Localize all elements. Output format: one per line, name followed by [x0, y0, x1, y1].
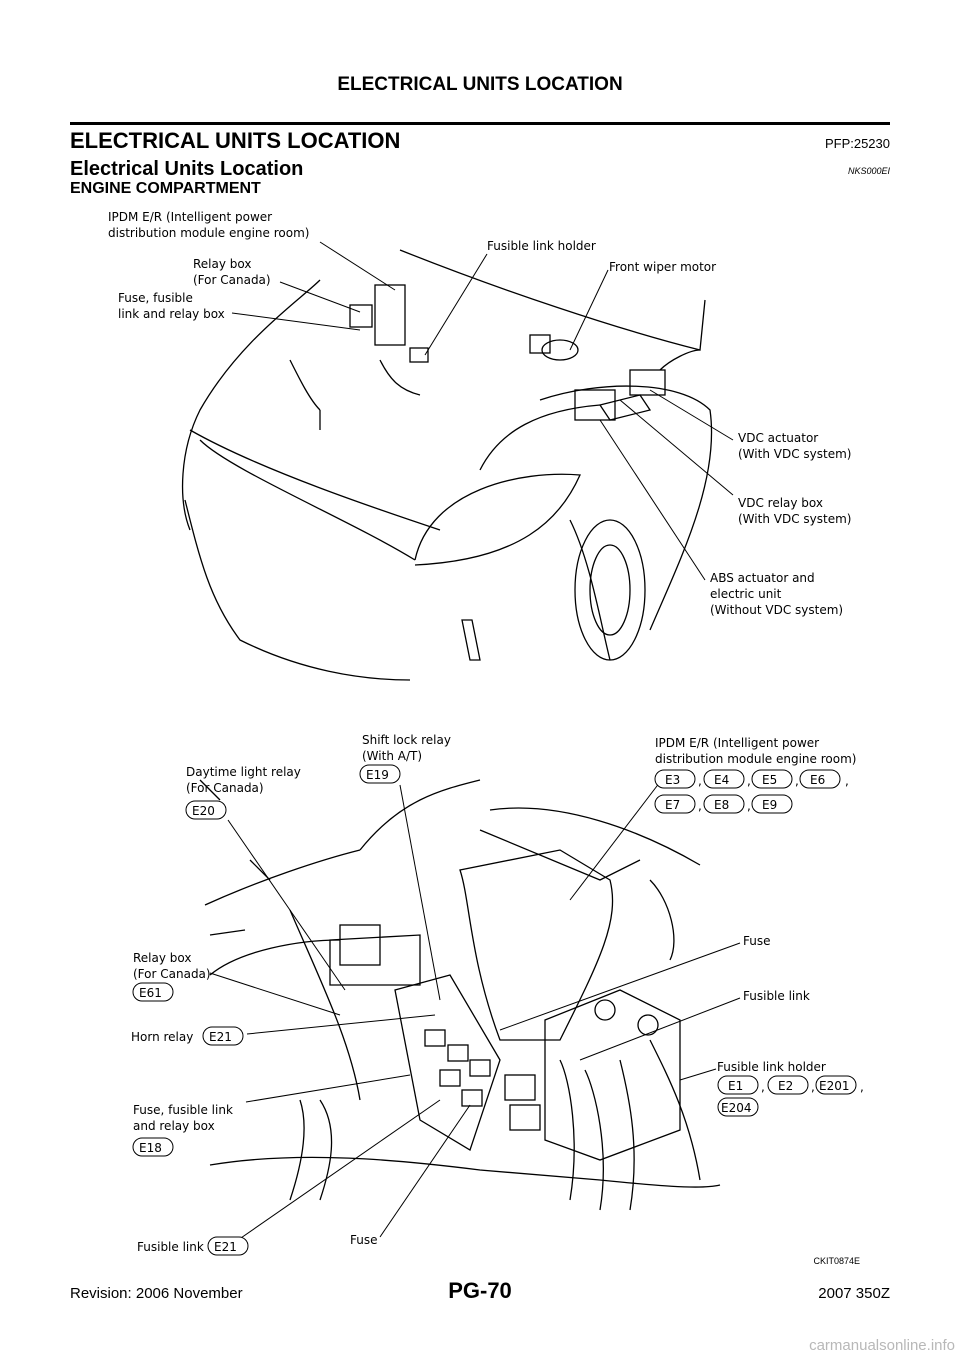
label-fuse-bottom: Fuse [350, 1233, 378, 1247]
label-vdc-actuator-line2: (With VDC system) [738, 447, 851, 461]
svg-text:,: , [747, 799, 751, 813]
section-title: ELECTRICAL UNITS LOCATION [70, 128, 401, 153]
label-abs-line2: electric unit [710, 587, 782, 601]
footer-page-number: PG-70 [448, 1278, 512, 1303]
label-ipdm-line1: IPDM E/R (Intelligent power [108, 210, 272, 224]
label-daytime-line2: (For Canada) [186, 781, 264, 795]
connector-e4-label: E4 [714, 773, 729, 787]
connector-e20-label: E20 [192, 804, 215, 818]
connector-e19-label: E19 [366, 768, 389, 782]
svg-text:,: , [761, 1080, 765, 1094]
document-id: NKS000EI [847, 166, 890, 176]
watermark: carmanualsonline.info [809, 1337, 955, 1354]
label-fusible-link-holder: Fusible link holder [487, 239, 596, 253]
figure-id: CKIT0874E [813, 1256, 860, 1266]
connector-e6-label: E6 [810, 773, 825, 787]
ipdm-connectors: E3 , E4 , E5 , E6 , E7 , E8 , E9 [654, 769, 849, 814]
bottom-leader-lines [209, 781, 741, 1241]
label-vdc-relay-line1: VDC relay box [738, 496, 823, 510]
svg-text:,: , [860, 1080, 864, 1094]
label-fuse-box-bottom-line2: and relay box [133, 1119, 215, 1133]
footer-model: 2007 350Z [818, 1285, 890, 1302]
connector-e21-horn: E21 [202, 1026, 244, 1046]
label-fusible-link-right: Fusible link [743, 989, 810, 1003]
page-header-title: ELECTRICAL UNITS LOCATION [337, 74, 623, 95]
label-relay-box-line2: (For Canada) [193, 273, 271, 287]
connector-e61-label: E61 [139, 986, 162, 1000]
connector-e7-label: E7 [665, 798, 680, 812]
label-vdc-actuator-line1: VDC actuator [738, 431, 818, 445]
connector-e61: E61 [132, 982, 174, 1002]
svg-text:,: , [747, 774, 751, 788]
label-fuse-box-line1: Fuse, fusible [118, 291, 193, 305]
connector-e18: E18 [132, 1137, 174, 1157]
fusible-holder-connectors: E1 , E2 , E201 , E204 [717, 1075, 864, 1117]
svg-text:,: , [795, 774, 799, 788]
svg-text:,: , [698, 799, 702, 813]
car-front-illustration [181, 249, 713, 681]
label-shift-lock-line1: Shift lock relay [362, 733, 451, 747]
label-front-wiper-motor: Front wiper motor [609, 260, 716, 274]
fuse-box-illustration [199, 779, 721, 1211]
label-relay-box-bottom-line2: (For Canada) [133, 967, 211, 981]
header-rule [70, 122, 890, 125]
label-shift-lock-line2: (With A/T) [362, 749, 422, 763]
connector-e21-fusible-label: E21 [214, 1240, 237, 1254]
label-abs-line3: (Without VDC system) [710, 603, 843, 617]
subsection-title: Electrical Units Location [70, 158, 304, 180]
label-vdc-relay-line2: (With VDC system) [738, 512, 851, 526]
label-ipdm-line2: distribution module engine room) [108, 226, 309, 240]
label-daytime-line1: Daytime light relay [186, 765, 301, 779]
compartment-title: ENGINE COMPARTMENT [70, 180, 261, 197]
connector-e201-label: E201 [819, 1079, 850, 1093]
connector-e20: E20 [185, 800, 227, 820]
label-abs-line1: ABS actuator and [710, 571, 815, 585]
connector-e204-label: E204 [721, 1101, 752, 1115]
footer-revision: Revision: 2006 November [70, 1285, 243, 1302]
connector-e19: E19 [359, 764, 401, 784]
connector-e21-horn-label: E21 [209, 1030, 232, 1044]
connector-e21-fusible: E21 [207, 1236, 249, 1256]
label-relay-box-line1: Relay box [193, 257, 251, 271]
connector-e5-label: E5 [762, 773, 777, 787]
svg-text:,: , [845, 774, 849, 788]
connector-e3-label: E3 [665, 773, 680, 787]
connector-e9-label: E9 [762, 798, 777, 812]
label-fusible-link-bottom: Fusible link [137, 1240, 204, 1254]
connector-e1-label: E1 [728, 1079, 743, 1093]
connector-e2-label: E2 [778, 1079, 793, 1093]
label-fuse-top: Fuse [743, 934, 771, 948]
svg-text:,: , [811, 1080, 815, 1094]
label-ipdm-bottom-line2: distribution module engine room) [655, 752, 856, 766]
label-ipdm-bottom-line1: IPDM E/R (Intelligent power [655, 736, 819, 750]
connector-e8-label: E8 [714, 798, 729, 812]
label-fuse-box-line2: link and relay box [118, 307, 225, 321]
label-fusible-holder-bottom: Fusible link holder [717, 1060, 826, 1074]
pfp-code: PFP:25230 [824, 136, 890, 151]
svg-text:,: , [698, 774, 702, 788]
label-fuse-box-bottom-line1: Fuse, fusible link [133, 1103, 233, 1117]
label-horn-relay: Horn relay [131, 1030, 193, 1044]
label-relay-box-bottom-line1: Relay box [133, 951, 191, 965]
top-leader-lines [231, 241, 734, 581]
connector-e18-label: E18 [139, 1141, 162, 1155]
